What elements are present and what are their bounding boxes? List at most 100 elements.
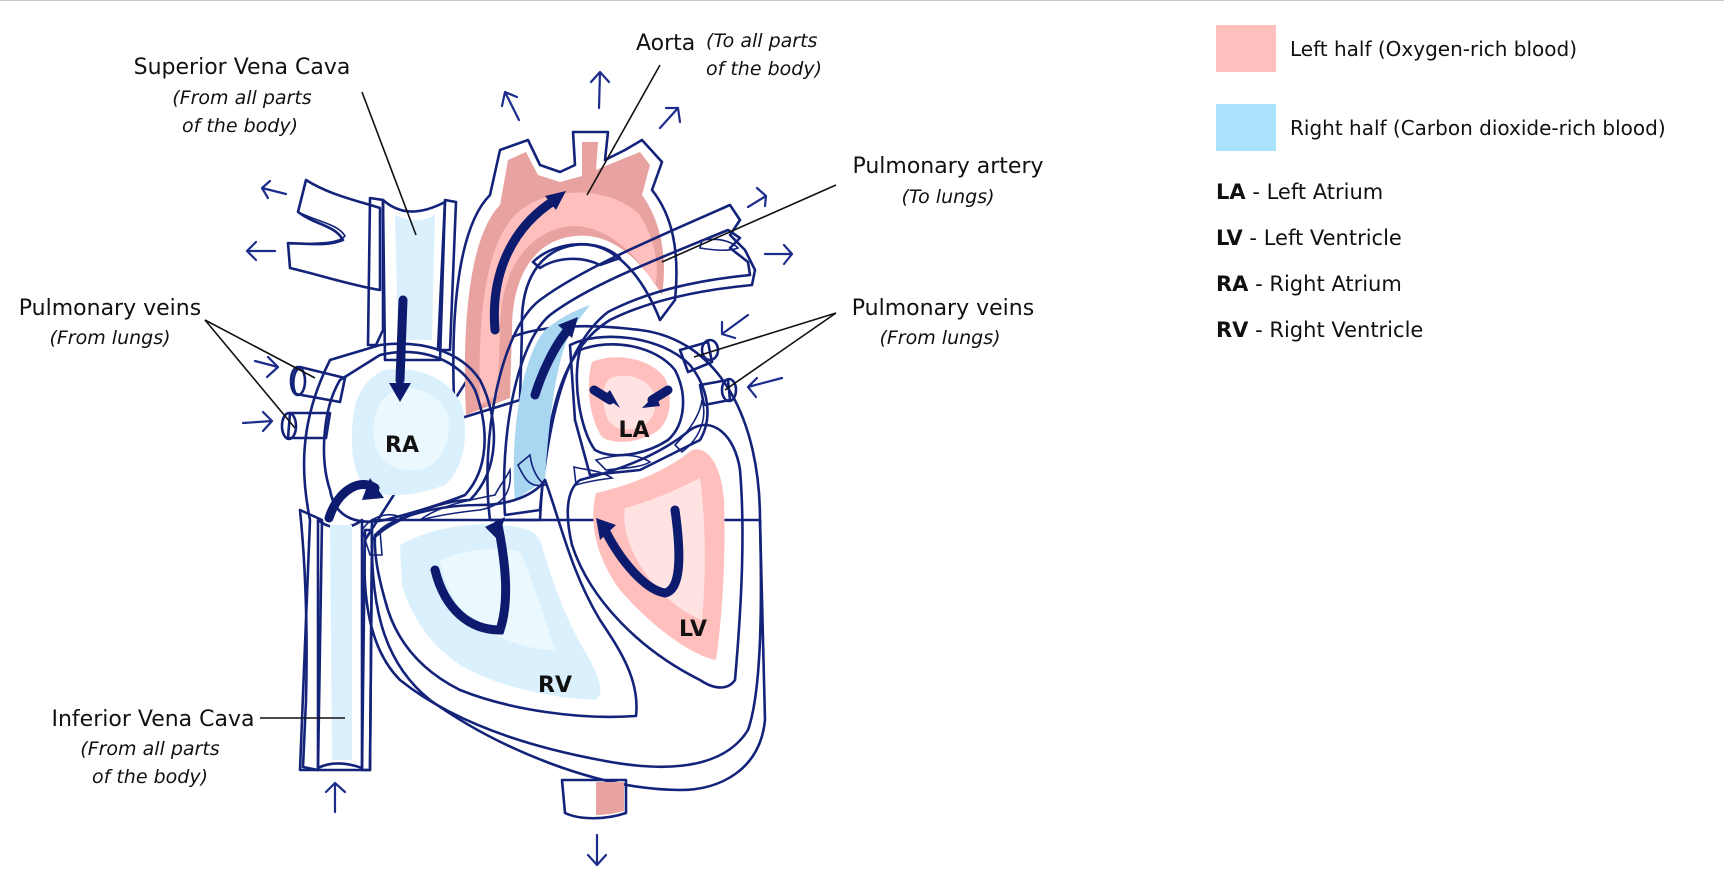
flow-arrow-ivc-to-ra-head — [362, 478, 384, 500]
arrow-bottom-down — [586, 833, 608, 867]
label-pulmonary-veins-right-note: (From lungs) — [879, 327, 1000, 349]
aortic-valve — [673, 399, 705, 454]
svc-branch — [286, 178, 382, 292]
lv-inner — [624, 478, 705, 620]
ivc-inner — [330, 525, 352, 760]
right-pv-upper — [678, 340, 714, 374]
la-outer — [575, 343, 685, 457]
la-inner — [603, 375, 656, 430]
arrow-pa-upper — [746, 186, 768, 209]
label-aorta-title: Aorta — [636, 31, 695, 56]
right-pv-lower-end — [720, 377, 738, 403]
aorta-wall — [452, 130, 678, 422]
inferior-vena-cava — [298, 508, 374, 772]
abbr-sep: - — [1242, 226, 1264, 250]
abbr-sep: - — [1245, 180, 1267, 204]
la-wall — [568, 335, 709, 477]
chamber-label-la: LA — [618, 418, 649, 443]
aorta — [452, 130, 678, 422]
flow-arrow-svc-to-ra — [395, 295, 408, 385]
label-aorta-note-1: (To all parts — [706, 30, 818, 52]
abbr-code: LA — [1216, 180, 1246, 204]
flow-arrow-lv-loop-head — [596, 518, 616, 540]
label-pulmonary-artery-title: Pulmonary artery — [852, 154, 1043, 179]
label-pulmonary-veins-left-note: (From lungs) — [49, 327, 170, 349]
abbr-full: Left Atrium — [1266, 180, 1384, 204]
flow-arrow-rv-loop — [430, 520, 511, 635]
legend-item-co2-rich: Right half (Carbon dioxide-rich blood) — [1216, 104, 1716, 151]
color-legend: Left half (Oxygen-rich blood) Right half… — [1216, 25, 1716, 183]
chamber-label-ra: RA — [385, 433, 419, 458]
abbr-code: LV — [1216, 226, 1243, 250]
left-pv-lower — [286, 411, 332, 440]
abbr-sep: - — [1248, 272, 1270, 296]
tricuspid-valve-left — [361, 514, 408, 556]
abbr-code: RV — [1216, 318, 1249, 342]
arrow-aorta-left — [500, 90, 521, 122]
arrow-svc-branch-upper — [260, 179, 288, 200]
left-pv-lower-end — [280, 411, 298, 441]
direction-arrows — [241, 70, 794, 867]
legend-item-oxygen-rich: Left half (Oxygen-rich blood) — [1216, 25, 1716, 72]
legend-swatch-co2-rich — [1216, 104, 1276, 151]
leader-svc — [361, 91, 417, 236]
abbr-full: Right Atrium — [1269, 272, 1402, 296]
heart-body — [363, 325, 767, 792]
heart-outer-wall — [363, 325, 763, 769]
arrow-aorta-up — [589, 70, 611, 110]
bottom-vessel — [560, 778, 628, 820]
label-pulmonary-veins-left-title: Pulmonary veins — [19, 296, 201, 321]
arrow-svc-branch-lower — [245, 240, 277, 262]
right-atrium — [298, 342, 496, 772]
flow-arrow-la-right-head — [642, 394, 660, 408]
label-ivc-note-2: of the body) — [92, 766, 208, 788]
left-pv-upper — [292, 365, 347, 404]
legend-label-oxygen-rich: Left half (Oxygen-rich blood) — [1290, 36, 1578, 61]
arrow-aorta-right — [658, 106, 682, 130]
ra-outer — [322, 350, 486, 523]
left-pulmonary-veins — [280, 365, 347, 441]
abbr-row-lv: LV - Left Ventricle — [1216, 222, 1423, 268]
superior-vena-cava — [286, 178, 458, 362]
abbr-row-rv: RV - Right Ventricle — [1216, 314, 1423, 360]
flow-arrows — [324, 191, 684, 635]
right-pulmonary-veins — [678, 338, 738, 407]
left-ventricle — [566, 423, 744, 689]
abbr-row-la: LA - Left Atrium — [1216, 176, 1423, 222]
label-pulmonary-artery-note: (To lungs) — [901, 186, 994, 208]
pa-branch-fold — [699, 238, 740, 252]
arrow-right-pv-upper — [720, 313, 750, 340]
leader-pulmonary-veins-left — [204, 319, 316, 429]
aortic-arch-opening — [531, 242, 622, 270]
mitral-valve-left — [573, 465, 615, 487]
abbr-row-ra: RA - Right Atrium — [1216, 268, 1423, 314]
label-pulmonary-veins-right-title: Pulmonary veins — [852, 296, 1034, 321]
arrow-pa-lower — [763, 243, 794, 266]
legend-swatch-oxygen-rich — [1216, 25, 1276, 72]
label-svc-note-2: of the body) — [182, 115, 298, 137]
label-svc-note-1: (From all parts — [172, 87, 312, 109]
aorta-inner — [479, 192, 657, 405]
chamber-label-rv: RV — [538, 673, 572, 698]
left-pv-upper-end — [289, 365, 307, 397]
flow-arrow-la-left-head — [604, 390, 620, 408]
mitral-valve-right — [594, 454, 652, 471]
label-ivc-note-1: (From all parts — [80, 738, 220, 760]
left-atrium — [568, 335, 709, 477]
heart-valves — [361, 399, 705, 556]
abbr-sep: - — [1248, 318, 1270, 342]
ra-wall — [298, 342, 496, 772]
pa-shadow — [513, 305, 590, 500]
bottom-vessel-shade — [596, 782, 624, 815]
chamber-label-lv: LV — [679, 617, 707, 642]
flow-arrow-aorta — [489, 195, 560, 335]
abbr-full: Right Ventricle — [1269, 318, 1424, 342]
arrow-left-pv-lower — [241, 410, 274, 433]
label-svc-title: Superior Vena Cava — [134, 55, 351, 80]
pulmonary-valve — [517, 453, 547, 487]
svc-branch-fold — [289, 211, 346, 245]
leader-lines — [204, 64, 837, 719]
label-ivc-title: Inferior Vena Cava — [51, 707, 254, 732]
arrow-ivc-up — [324, 781, 347, 814]
svc-tube-wall — [366, 196, 458, 352]
